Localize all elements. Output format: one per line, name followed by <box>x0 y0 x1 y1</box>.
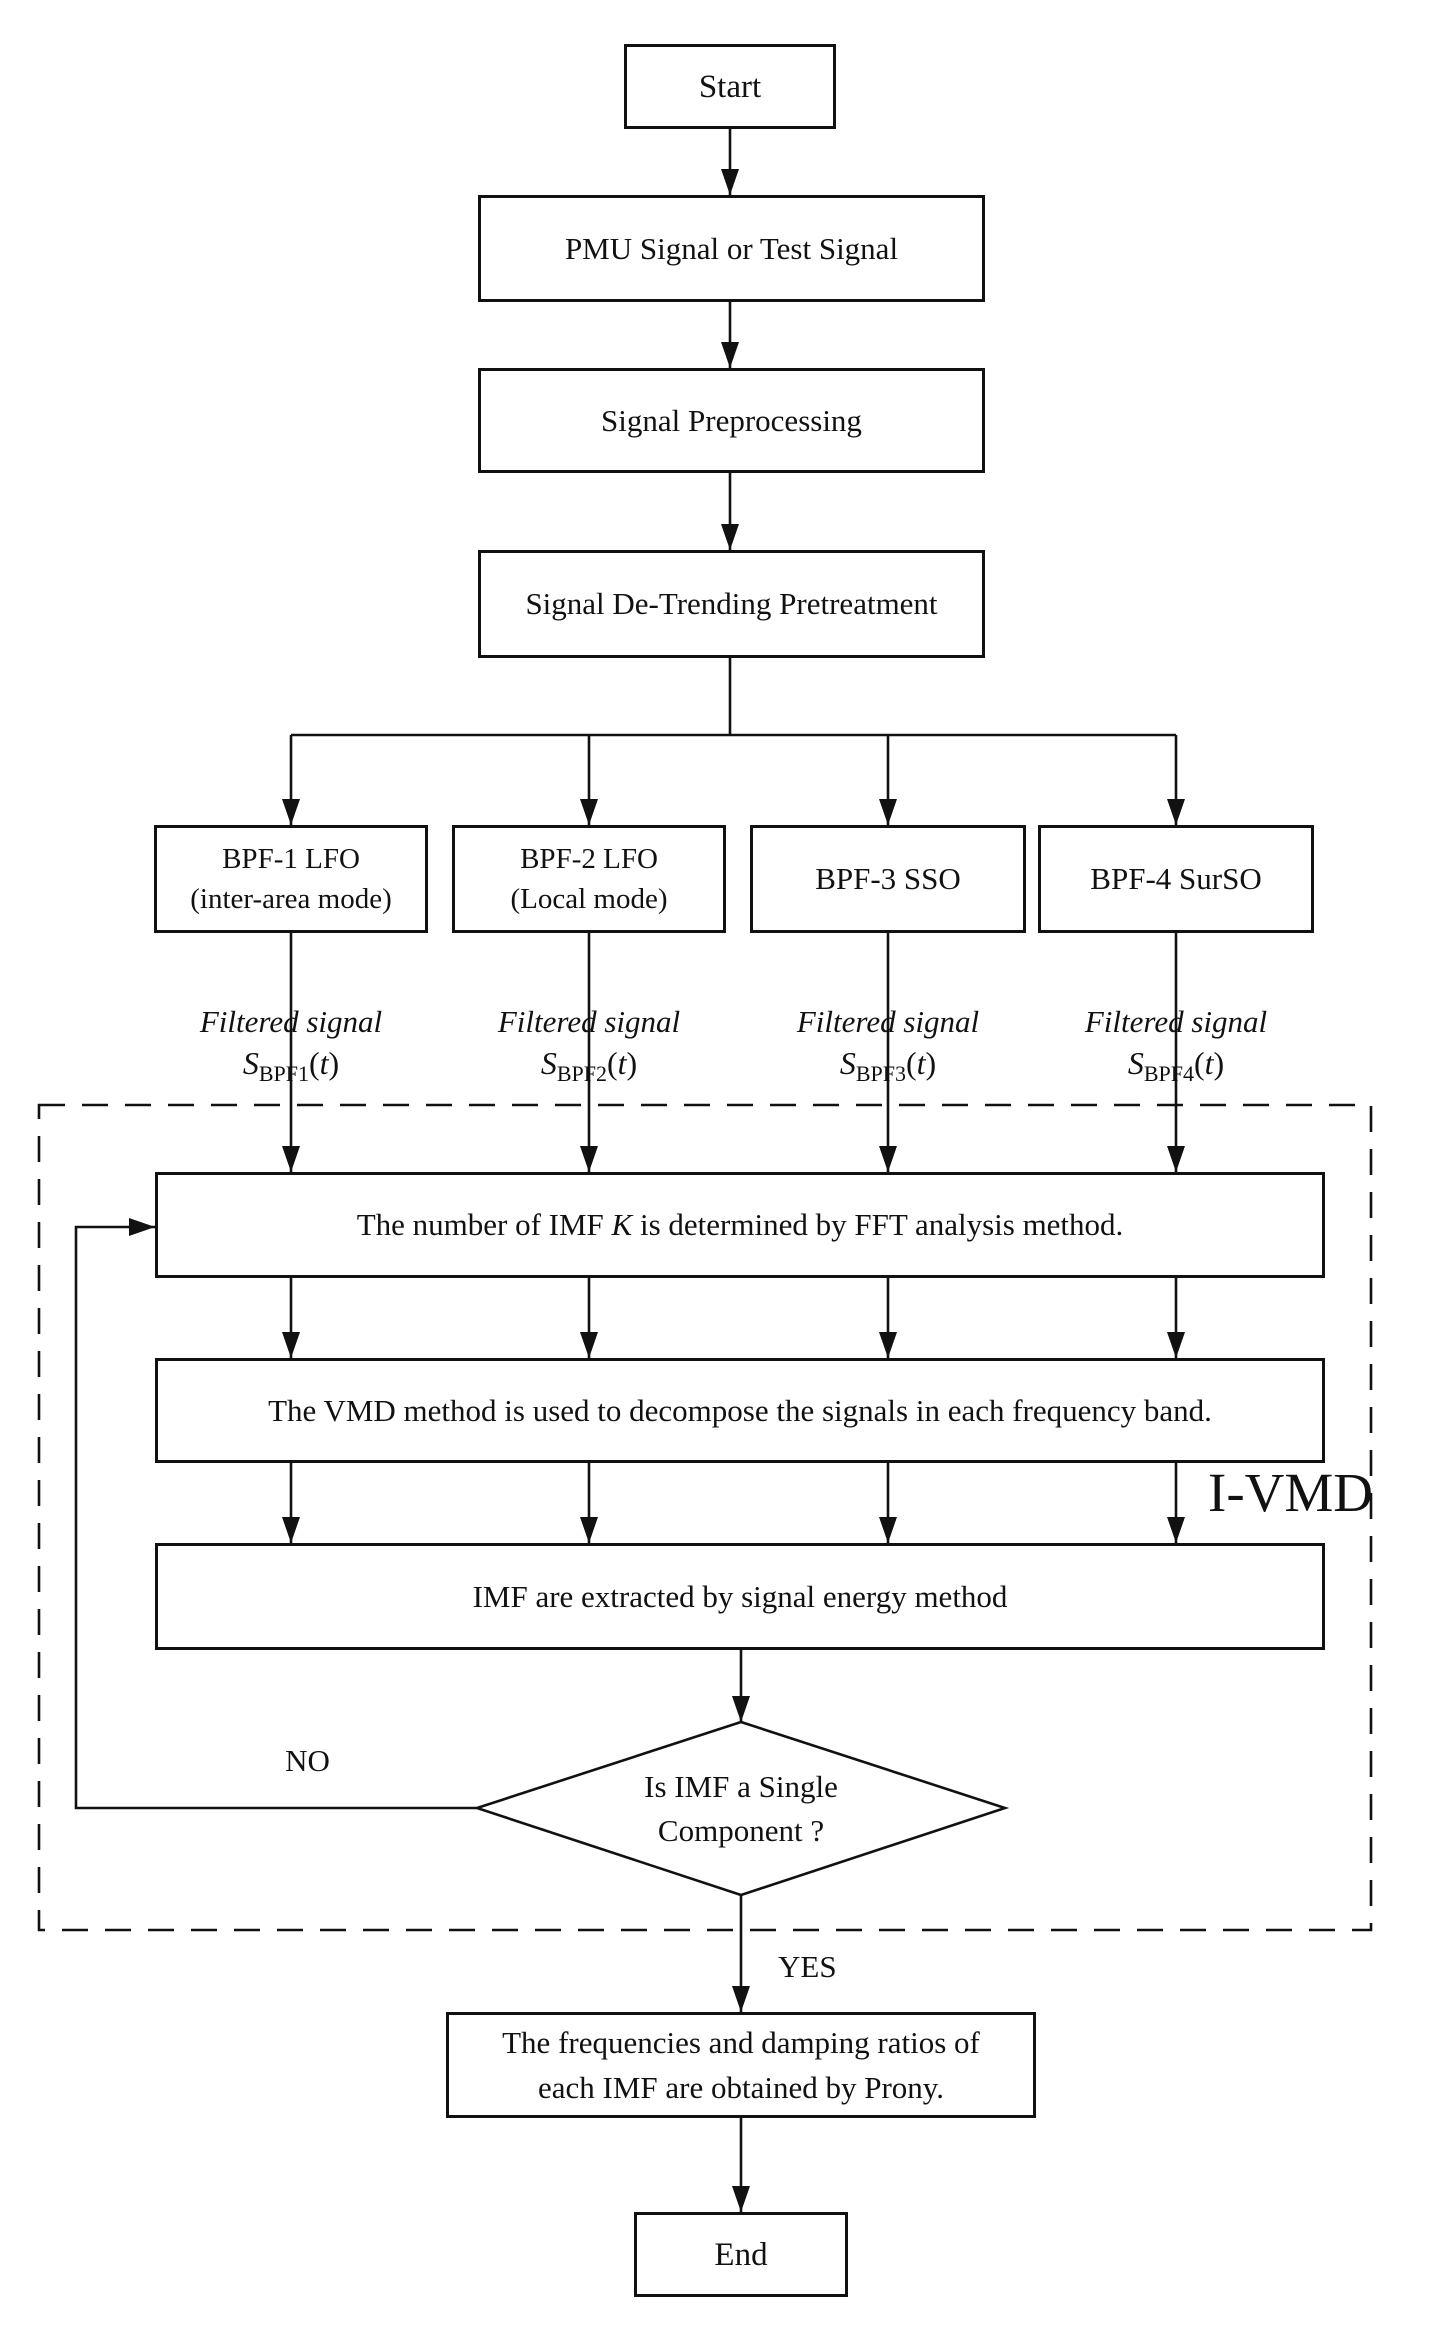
signal-preprocessing-label: Signal Preprocessing <box>601 402 862 438</box>
filtered-signal-formula-2: SBPF2(t) <box>540 1045 638 1086</box>
bpf4-node: BPF-4 SurSO <box>1038 825 1314 933</box>
fft-analysis-node: The number of IMF K is determined by FFT… <box>155 1172 1325 1278</box>
vmd-decompose-node: The VMD method is used to decompose the … <box>155 1358 1325 1463</box>
filtered-signal-label-1: Filtered signal SBPF1(t) <box>131 1002 451 1095</box>
bpf3-label: BPF-3 SSO <box>815 861 961 896</box>
filtered-signal-label-3: Filtered signal SBPF3(t) <box>728 1002 1048 1095</box>
pmu-signal-label: PMU Signal or Test Signal <box>564 230 899 266</box>
bpf2-node: BPF-2 LFO (Local mode) <box>452 825 726 933</box>
bpf1-node: BPF-1 LFO (inter-area mode) <box>154 825 428 933</box>
no-branch-label: NO <box>285 1743 330 1778</box>
decision-diamond: Is IMF a Single Component ? <box>477 1722 1005 1895</box>
bpf2-label-line1: BPF-2 LFO <box>520 843 658 875</box>
end-node: End <box>634 2212 848 2297</box>
bpf4-label: BPF-4 SurSO <box>1090 861 1262 896</box>
bpf1-label-line1: BPF-1 LFO <box>222 843 360 875</box>
start-node: Start <box>624 44 836 129</box>
signal-detrending-label: Signal De-Trending Pretreatment <box>525 586 938 621</box>
imf-extraction-label: IMF are extracted by signal energy metho… <box>472 1578 1008 1614</box>
pmu-signal-node: PMU Signal or Test Signal <box>478 195 985 302</box>
signal-detrending-node: Signal De-Trending Pretreatment <box>478 550 985 658</box>
filtered-signal-caption-2: Filtered signal <box>497 1004 681 1039</box>
filtered-signal-formula-3: SBPF3(t) <box>839 1045 937 1086</box>
prony-label-line2: each IMF are obtained by Prony. <box>537 2070 945 2105</box>
vmd-decompose-label: The VMD method is used to decompose the … <box>268 1392 1212 1428</box>
ivmd-region-label: I-VMD <box>1208 1462 1373 1523</box>
bpf3-node: BPF-3 SSO <box>750 825 1026 933</box>
filtered-signal-caption-4: Filtered signal <box>1084 1004 1268 1039</box>
end-label: End <box>714 2236 768 2273</box>
decision-label-line1: Is IMF a Single <box>644 1768 838 1804</box>
bpf2-label-line2: (Local mode) <box>510 883 668 915</box>
fft-analysis-label: The number of IMF K is determined by FFT… <box>356 1207 1124 1242</box>
imf-extraction-node: IMF are extracted by signal energy metho… <box>155 1543 1325 1650</box>
arrow-no-loop <box>74 1218 477 1810</box>
signal-preprocessing-node: Signal Preprocessing <box>478 368 985 473</box>
yes-branch-label: YES <box>778 1949 837 1984</box>
filtered-signal-label-4: Filtered signal SBPF4(t) <box>1016 1002 1336 1095</box>
decision-label-line2: Component ? <box>657 1812 825 1848</box>
prony-node: The frequencies and damping ratios of ea… <box>446 2012 1036 2118</box>
prony-label-line1: The frequencies and damping ratios of <box>502 2025 980 2060</box>
filtered-signal-caption-1: Filtered signal <box>199 1004 383 1039</box>
decision-diamond-shape <box>472 1720 1010 1897</box>
bpf1-label-line2: (inter-area mode) <box>190 883 392 915</box>
filtered-signal-formula-1: SBPF1(t) <box>242 1045 340 1086</box>
ivmd-dashed-region <box>37 1103 1373 1932</box>
filtered-signal-label-2: Filtered signal SBPF2(t) <box>429 1002 749 1095</box>
start-label: Start <box>698 68 762 105</box>
filtered-signal-caption-3: Filtered signal <box>796 1004 980 1039</box>
filtered-signal-formula-4: SBPF4(t) <box>1127 1045 1225 1086</box>
fft-k-variable: K <box>611 1207 633 1242</box>
